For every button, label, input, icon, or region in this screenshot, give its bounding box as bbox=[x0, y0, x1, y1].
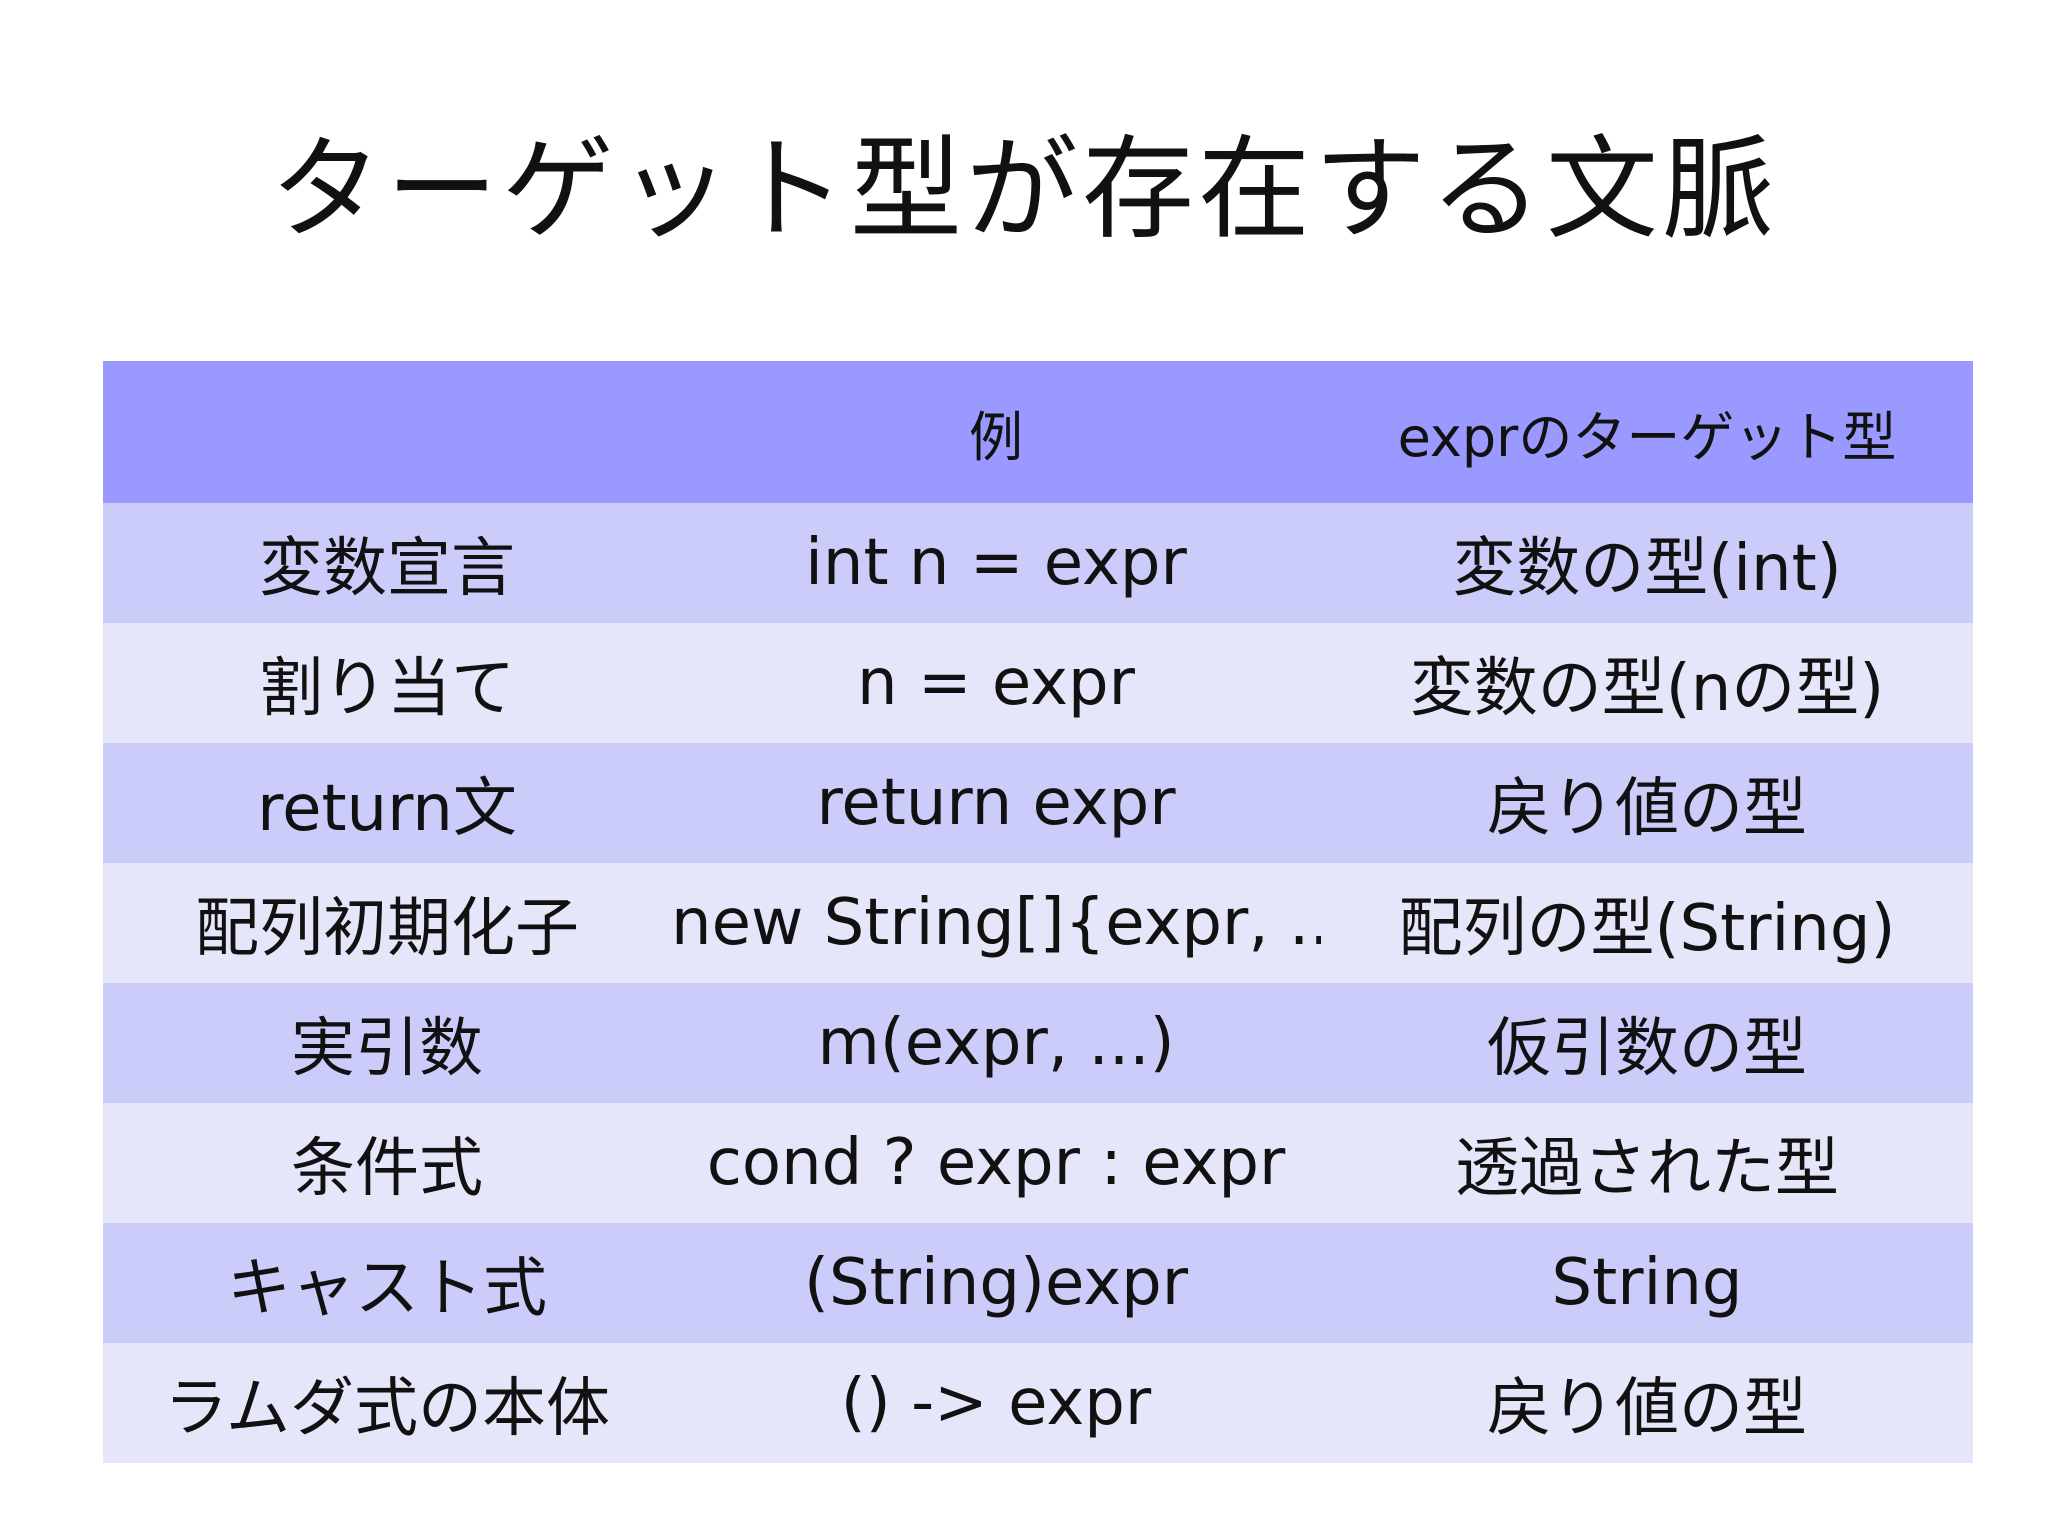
context-cell: 配列初期化子 bbox=[195, 892, 579, 966]
example-cell: (String)expr bbox=[804, 1246, 1188, 1320]
target-type-cell: 仮引数の型 bbox=[1487, 1012, 1807, 1086]
example-cell: n = expr bbox=[857, 646, 1135, 720]
target-type-table: 例 exprのターゲット型 変数宣言 int n = expr 変数の型(int… bbox=[103, 361, 1973, 1463]
context-cell: 変数宣言 bbox=[259, 532, 515, 606]
target-type-cell: 変数の型(int) bbox=[1452, 532, 1842, 606]
table-row: ラムダ式の本体 () -> expr 戻り値の型 bbox=[103, 1343, 1973, 1463]
table-header-row: 例 exprのターゲット型 bbox=[103, 361, 1973, 503]
example-cell: m(expr, ...) bbox=[817, 1006, 1175, 1080]
table-row: 実引数 m(expr, ...) 仮引数の型 bbox=[103, 983, 1973, 1103]
example-cell: () -> expr bbox=[840, 1366, 1152, 1440]
target-type-cell: 戻り値の型 bbox=[1487, 1372, 1807, 1446]
example-cell: cond ? expr : expr bbox=[706, 1126, 1286, 1200]
target-type-cell: 戻り値の型 bbox=[1487, 772, 1807, 846]
context-cell: return文 bbox=[257, 772, 517, 846]
context-cell: キャスト式 bbox=[227, 1252, 547, 1326]
example-cell: return expr bbox=[816, 766, 1176, 840]
context-cell: ラムダ式の本体 bbox=[163, 1372, 611, 1446]
table-row: 条件式 cond ? expr : expr 透過された型 bbox=[103, 1103, 1973, 1223]
context-cell: 割り当て bbox=[259, 652, 515, 726]
header-target-type: exprのターゲット型 bbox=[1397, 405, 1897, 469]
table-row: 配列初期化子 new String[]{expr, ...} 配列の型(Stri… bbox=[103, 863, 1973, 983]
example-cell: int n = expr bbox=[805, 526, 1187, 600]
slide-title: ターゲット型が存在する文脈 bbox=[270, 125, 1778, 255]
context-cell: 条件式 bbox=[291, 1132, 483, 1206]
context-cell: 実引数 bbox=[291, 1012, 483, 1086]
example-cell: new String[]{expr, ...} bbox=[671, 886, 1321, 960]
target-type-cell: String bbox=[1551, 1246, 1743, 1320]
target-type-cell: 配列の型(String) bbox=[1398, 892, 1896, 966]
header-context bbox=[103, 361, 671, 503]
header-example: 例 bbox=[969, 405, 1023, 469]
target-type-cell: 透過された型 bbox=[1455, 1132, 1839, 1206]
table-row: 変数宣言 int n = expr 変数の型(int) bbox=[103, 503, 1973, 623]
table-row: return文 return expr 戻り値の型 bbox=[103, 743, 1973, 863]
table-row: 割り当て n = expr 変数の型(nの型) bbox=[103, 623, 1973, 743]
table-row: キャスト式 (String)expr String bbox=[103, 1223, 1973, 1343]
target-type-cell: 変数の型(nの型) bbox=[1409, 652, 1885, 726]
